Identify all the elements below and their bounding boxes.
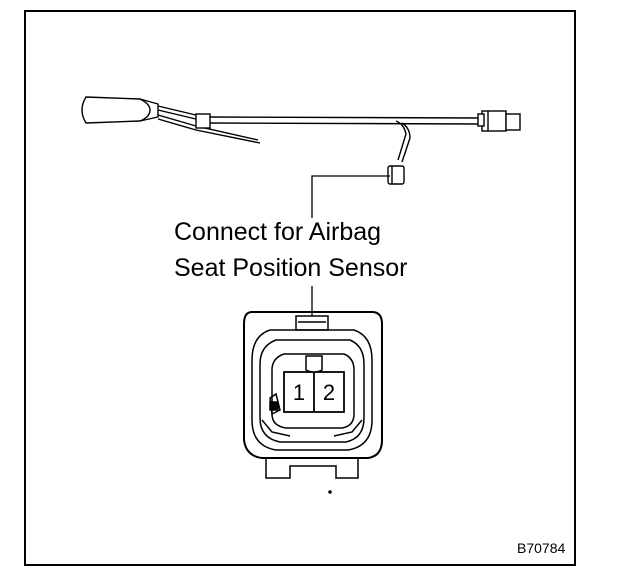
leader-line-upper (311, 175, 390, 218)
callout-text-line1: Connect for Airbag (174, 218, 382, 246)
pin-2-label: 2 (323, 380, 335, 405)
diagram-frame (24, 10, 576, 566)
pin-1-label: 1 (293, 380, 305, 405)
figure-id: B70784 (517, 540, 566, 556)
connector-face-icon (243, 311, 383, 494)
callout-text-line2: Seat Position Sensor (174, 254, 408, 282)
wire-harness-icon (81, 96, 521, 185)
